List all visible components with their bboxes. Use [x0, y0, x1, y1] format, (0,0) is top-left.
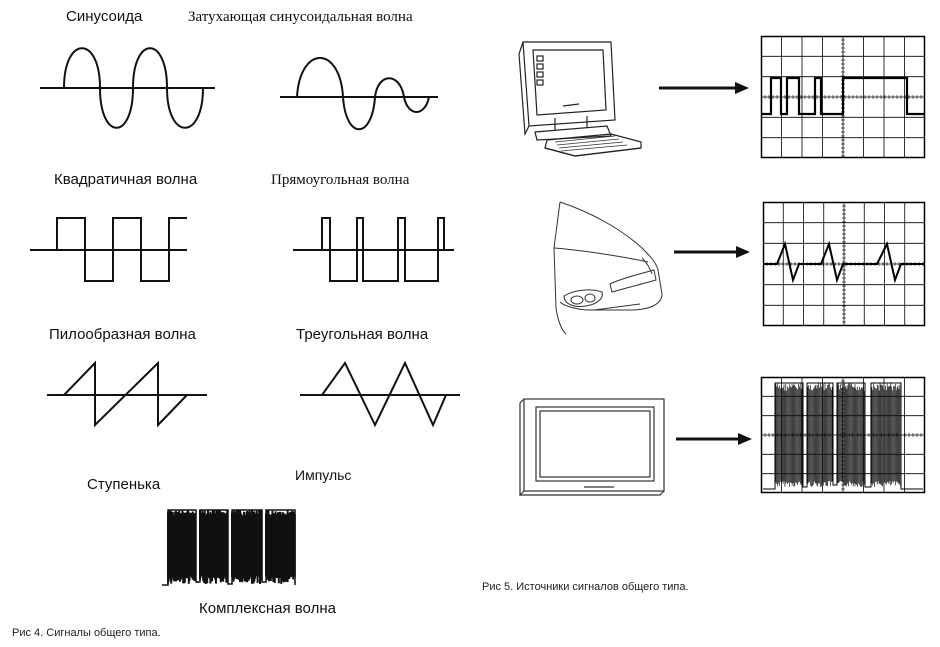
label-damped-sine: Затухающая синусоидальная волна [188, 9, 413, 25]
arrow-right-icon [674, 246, 750, 258]
label-rectangular: Прямоугольная волна [271, 172, 410, 188]
caption-fig5: Рис 5. Источники сигналов общего типа. [482, 581, 689, 593]
arrow-right-icon [659, 82, 749, 94]
label-sawtooth: Пилообразная волна [49, 326, 196, 343]
label-triangle: Треугольная волна [296, 326, 429, 343]
computer-icon [518, 41, 642, 157]
scope-screen-digital [760, 35, 926, 163]
car-icon [553, 201, 663, 335]
scope-screen-spike [762, 201, 926, 331]
scope-grid [760, 376, 926, 494]
scope-grid [760, 35, 926, 159]
tv-icon [519, 398, 665, 497]
label-step: Ступенька [87, 476, 161, 493]
label-impulse: Импульс [295, 467, 352, 483]
arrow-right-icon [676, 433, 752, 445]
label-complex: Комплексная волна [199, 600, 336, 617]
caption-fig4: Рис 4. Сигналы общего типа. [12, 627, 161, 639]
label-square: Квадратичная волна [54, 171, 198, 188]
scope-screen-complex [760, 376, 926, 498]
scope-grid [762, 201, 926, 327]
label-sine: Синусоида [66, 8, 143, 25]
